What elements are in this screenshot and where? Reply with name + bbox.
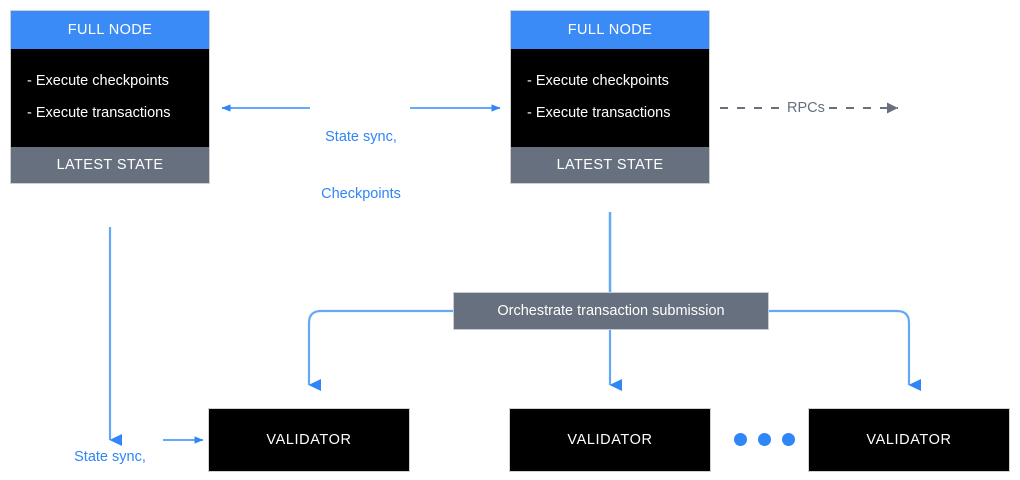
edge-label-state-sync-nodes-line1: State sync, bbox=[325, 129, 397, 145]
validator-2[interactable]: VALIDATOR bbox=[509, 408, 711, 472]
ellipsis-dot-3 bbox=[782, 433, 795, 446]
edge-label-state-sync-nodes: State sync, Checkpoints bbox=[306, 90, 416, 242]
edge-label-state-sync-validator-line1: State sync, bbox=[74, 449, 146, 465]
ellipsis-dot-2 bbox=[758, 433, 771, 446]
edge-label-state-sync-validator: State sync, Checkpoints bbox=[55, 410, 165, 480]
full-node-1-bullet-2: - Execute transactions bbox=[27, 105, 171, 121]
edge-orchestrator-to-validator-3 bbox=[769, 309, 921, 391]
edge-label-rpcs: RPCs bbox=[787, 100, 825, 116]
full-node-2[interactable]: FULL NODE - Execute checkpoints - Execut… bbox=[510, 10, 710, 184]
validator-3[interactable]: VALIDATOR bbox=[808, 408, 1010, 472]
full-node-1-body: - Execute checkpoints - Execute transact… bbox=[11, 49, 209, 147]
full-node-2-header: FULL NODE bbox=[511, 11, 709, 49]
edge-label-state-sync-nodes-line2: Checkpoints bbox=[321, 186, 401, 202]
full-node-1-latest-state: LATEST STATE bbox=[11, 147, 209, 183]
full-node-2-bullet-1: - Execute checkpoints bbox=[527, 73, 669, 90]
ellipsis-dot-1 bbox=[734, 433, 747, 446]
full-node-1-bullet-1: - Execute checkpoints bbox=[27, 73, 169, 90]
validator-2-label: VALIDATOR bbox=[567, 432, 653, 448]
validator-3-label: VALIDATOR bbox=[866, 432, 952, 448]
full-node-2-latest-state: LATEST STATE bbox=[511, 147, 709, 183]
full-node-1[interactable]: FULL NODE - Execute checkpoints - Execut… bbox=[10, 10, 210, 184]
validator-1[interactable]: VALIDATOR bbox=[208, 408, 410, 472]
validator-1-label: VALIDATOR bbox=[266, 432, 352, 448]
full-node-2-bullet-2: - Execute transactions bbox=[527, 105, 671, 121]
full-node-2-body: - Execute checkpoints - Execute transact… bbox=[511, 49, 709, 147]
orchestrate-transaction-submission-box[interactable]: Orchestrate transaction submission bbox=[453, 292, 769, 330]
orchestrate-transaction-submission-label: Orchestrate transaction submission bbox=[497, 303, 725, 319]
full-node-1-header: FULL NODE bbox=[11, 11, 209, 49]
edge-orchestrator-to-validator-1 bbox=[307, 309, 453, 391]
